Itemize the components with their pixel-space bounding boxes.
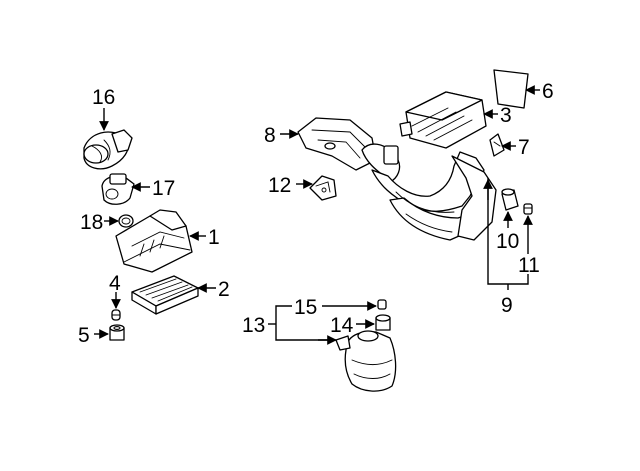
leader-13-bracket	[275, 305, 334, 341]
callout-5: 5	[78, 324, 90, 347]
part-17-maf-sensor	[101, 173, 135, 205]
callout-15: 15	[294, 296, 317, 319]
callout-17: 17	[152, 177, 175, 200]
callout-16: 16	[92, 86, 115, 109]
part-2-air-filter	[131, 275, 199, 315]
callout-8: 8	[264, 124, 276, 147]
callout-11: 11	[518, 254, 540, 277]
part-10-bushing	[501, 188, 519, 211]
part-14-cap	[375, 314, 391, 331]
part-18-gasket	[118, 214, 134, 228]
part-5-insulator	[109, 324, 125, 341]
part-12-bracket	[309, 175, 337, 201]
part-6-label	[493, 69, 529, 109]
part-8-air-intake-duct	[297, 117, 377, 171]
part-9-outlet-duct	[361, 143, 497, 241]
callout-10: 10	[496, 230, 519, 253]
callout-14: 14	[330, 314, 354, 337]
part-7-clip	[489, 133, 505, 157]
part-1-air-cleaner-housing	[115, 209, 193, 273]
callout-18: 18	[80, 211, 103, 234]
callout-1: 1	[208, 226, 220, 249]
callout-12: 12	[268, 174, 291, 197]
callout-3: 3	[500, 104, 512, 127]
callout-9: 9	[501, 294, 513, 317]
callout-4: 4	[109, 272, 121, 295]
callout-6: 6	[542, 80, 554, 103]
callout-2: 2	[218, 278, 230, 301]
part-3-resonator	[399, 91, 487, 149]
part-15-insulator	[377, 299, 387, 310]
part-4-grommet	[111, 309, 121, 321]
callout-13: 13	[242, 314, 265, 337]
callouts: 16 17 18 1 2 4 5 8 12 3 6 7	[78, 80, 554, 347]
callout-7: 7	[518, 136, 530, 159]
part-11-clip	[523, 203, 533, 215]
part-16-air-duct	[83, 129, 133, 170]
part-13-reservoir	[335, 330, 397, 392]
